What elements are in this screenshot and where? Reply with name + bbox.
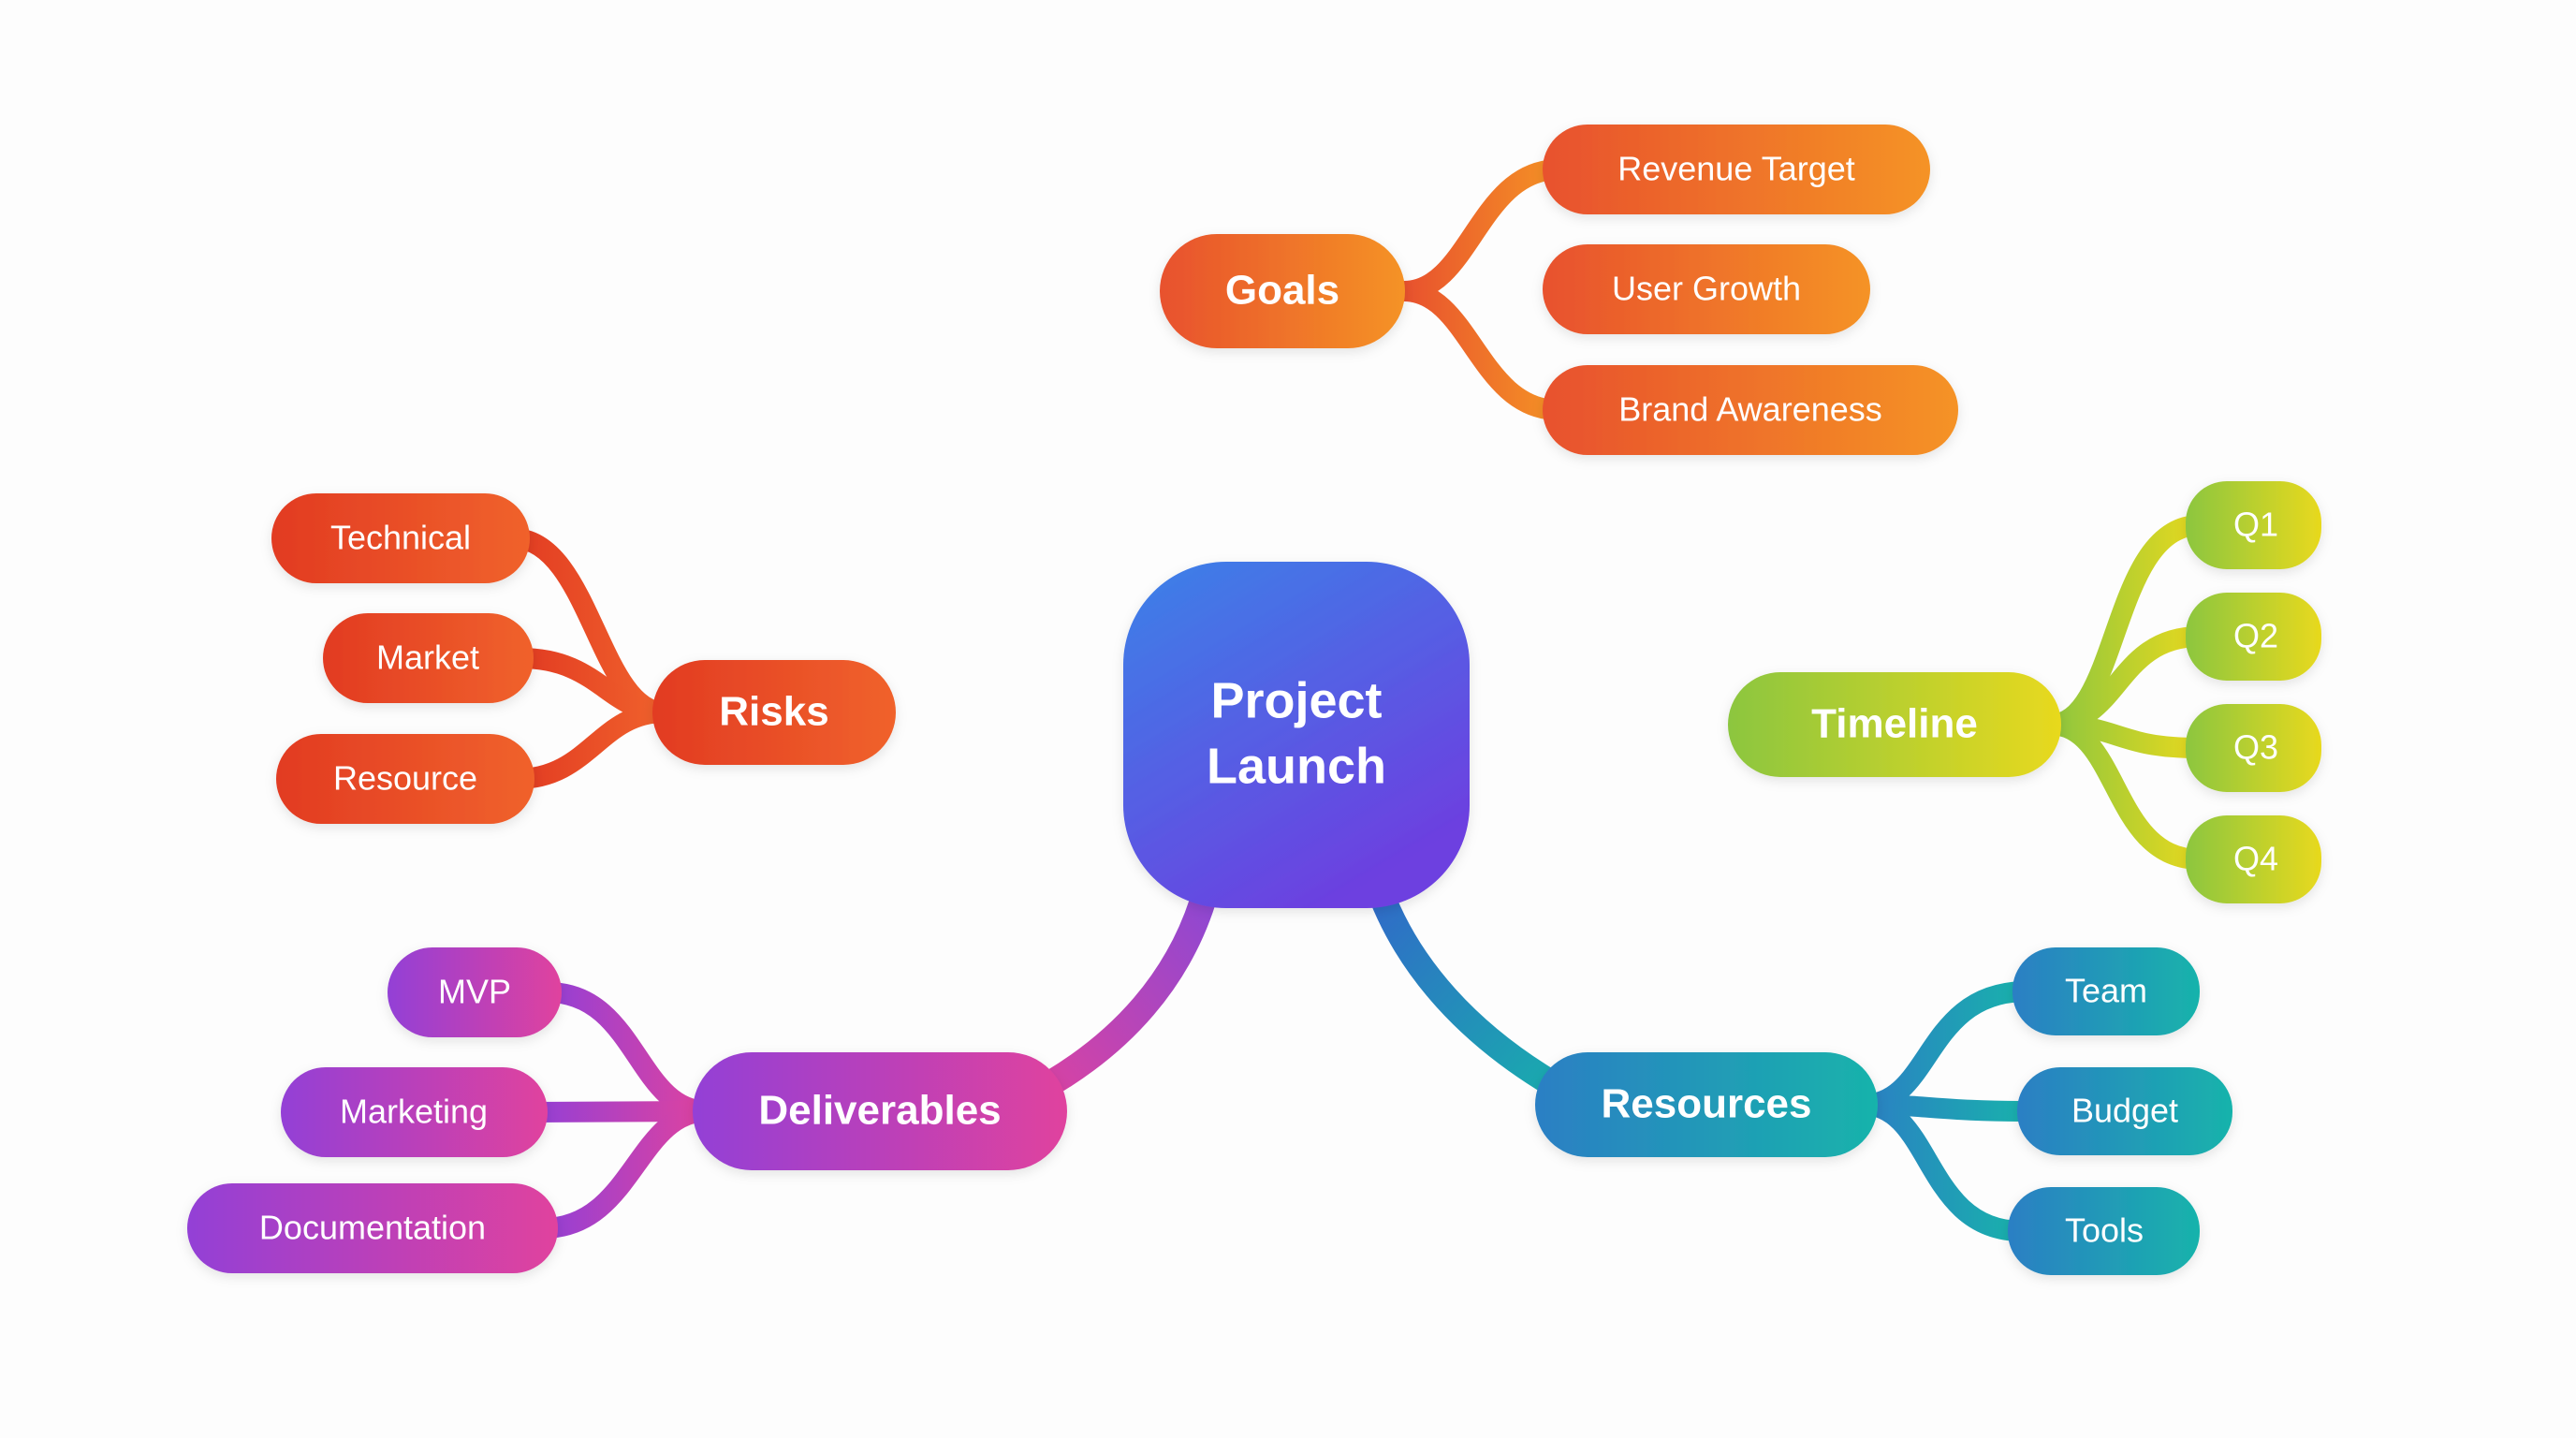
node-market-shape[interactable] <box>323 613 534 703</box>
node-deliverables-shape[interactable] <box>693 1052 1067 1170</box>
node-risks[interactable]: Risks <box>652 660 896 765</box>
connector-deliverables-documentation <box>533 1101 718 1239</box>
node-budget[interactable]: Budget <box>2017 1067 2232 1155</box>
node-budget-shape[interactable] <box>2017 1067 2232 1155</box>
node-revenue-target-label: Revenue Target <box>1617 150 1855 188</box>
connector-resources-tools <box>1852 1094 2032 1241</box>
node-q4-label: Q4 <box>2233 840 2278 878</box>
node-mvp-shape[interactable] <box>388 947 562 1037</box>
node-q2[interactable]: Q2 <box>2186 593 2321 681</box>
node-resources-shape[interactable] <box>1535 1052 1878 1157</box>
node-documentation-shape[interactable] <box>187 1183 558 1273</box>
node-tools-label: Tools <box>2065 1211 2144 1250</box>
connector-risks-resource <box>506 702 675 789</box>
connector-layer <box>503 159 2210 1241</box>
node-project-launch-shape[interactable] <box>1123 562 1470 908</box>
node-team-label: Team <box>2065 972 2147 1010</box>
node-resources-label: Resources <box>1601 1081 1811 1127</box>
node-risks-shape[interactable] <box>652 660 896 765</box>
node-technical-shape[interactable] <box>271 493 530 583</box>
connector-root-deliverables <box>1007 872 1221 1113</box>
node-market-label: Market <box>376 638 479 677</box>
node-q3-shape[interactable] <box>2186 704 2321 792</box>
node-market[interactable]: Market <box>323 613 534 703</box>
node-revenue-target[interactable]: Revenue Target <box>1543 125 1930 214</box>
node-q4-shape[interactable] <box>2186 815 2321 903</box>
node-resource-label: Resource <box>333 759 477 798</box>
node-q3[interactable]: Q3 <box>2186 704 2321 792</box>
node-q1[interactable]: Q1 <box>2186 481 2321 569</box>
node-resource[interactable]: Resource <box>276 734 534 824</box>
node-q1-label: Q1 <box>2233 506 2278 544</box>
node-documentation[interactable]: Documentation <box>187 1183 558 1273</box>
node-q4[interactable]: Q4 <box>2186 815 2321 903</box>
node-tools[interactable]: Tools <box>2008 1187 2200 1275</box>
node-timeline-shape[interactable] <box>1728 672 2061 777</box>
node-marketing-shape[interactable] <box>281 1067 548 1157</box>
node-deliverables-label: Deliverables <box>758 1088 1001 1134</box>
node-mvp-label: MVP <box>438 973 511 1011</box>
node-marketing-label: Marketing <box>340 1093 488 1131</box>
node-project-launch[interactable]: Project Launch <box>1123 562 1470 908</box>
node-team-shape[interactable] <box>2012 947 2200 1035</box>
connector-timeline-q4 <box>2040 714 2210 870</box>
node-revenue-target-shape[interactable] <box>1543 125 1930 214</box>
node-q2-label: Q2 <box>2233 617 2278 655</box>
node-timeline-label: Timeline <box>1811 701 1978 747</box>
node-budget-label: Budget <box>2071 1092 2178 1130</box>
node-goals-label: Goals <box>1225 268 1339 314</box>
node-goals[interactable]: Goals <box>1160 234 1405 348</box>
node-technical-label: Technical <box>330 519 471 557</box>
node-brand-awareness-shape[interactable] <box>1543 365 1958 455</box>
node-team[interactable]: Team <box>2012 947 2200 1035</box>
node-brand-awareness-label: Brand Awareness <box>1618 390 1882 429</box>
connector-root-resources <box>1363 867 1586 1108</box>
node-tools-shape[interactable] <box>2008 1187 2200 1275</box>
node-technical[interactable]: Technical <box>271 493 530 583</box>
node-documentation-label: Documentation <box>259 1209 486 1247</box>
node-marketing[interactable]: Marketing <box>281 1067 548 1157</box>
node-user-growth-shape[interactable] <box>1543 244 1870 334</box>
node-mvp[interactable]: MVP <box>388 947 562 1037</box>
node-resource-shape[interactable] <box>276 734 534 824</box>
node-timeline[interactable]: Timeline <box>1728 672 2061 777</box>
node-q2-shape[interactable] <box>2186 593 2321 681</box>
node-deliverables[interactable]: Deliverables <box>693 1052 1067 1170</box>
connector-goals-brand-awareness <box>1394 281 1569 420</box>
node-q1-shape[interactable] <box>2186 481 2321 569</box>
node-project-launch-label-line1: Project <box>1210 672 1382 728</box>
node-goals-shape[interactable] <box>1160 234 1405 348</box>
node-user-growth-label: User Growth <box>1612 270 1801 308</box>
node-brand-awareness[interactable]: Brand Awareness <box>1543 365 1958 455</box>
node-risks-label: Risks <box>719 689 828 735</box>
node-q3-label: Q3 <box>2233 728 2278 767</box>
node-user-growth[interactable]: User Growth <box>1543 244 1870 334</box>
node-project-launch-label-line2: Launch <box>1207 738 1386 794</box>
node-resources[interactable]: Resources <box>1535 1052 1878 1157</box>
